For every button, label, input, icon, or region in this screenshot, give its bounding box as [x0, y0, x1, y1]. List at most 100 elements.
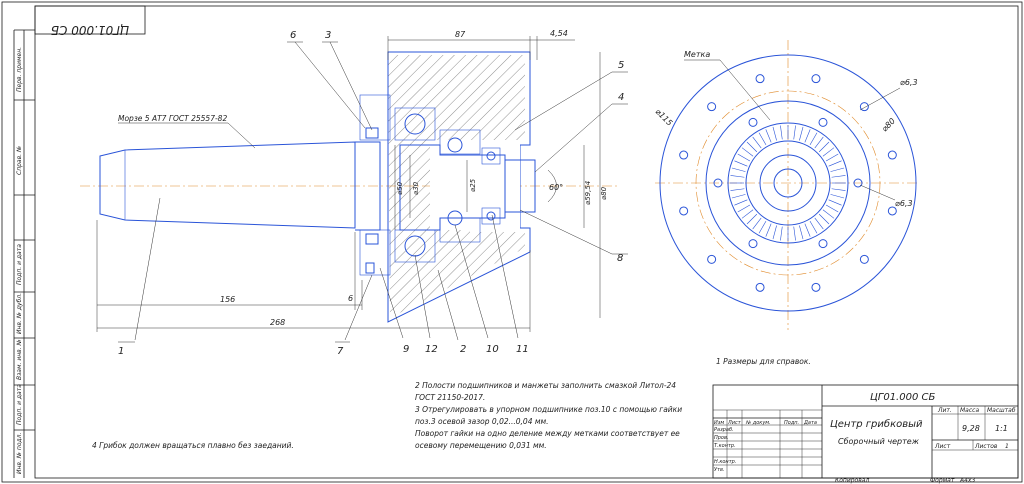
angle-arc — [547, 169, 557, 203]
dim-phi80: ⌀80 — [600, 186, 608, 200]
taper-note: Морзе 5 АТ7 ГОСТ 25557-82 — [118, 114, 227, 123]
small-bearings — [481, 147, 501, 225]
dim-phi50: ⌀50 — [396, 181, 404, 195]
tb-utv: Утв. — [714, 467, 725, 473]
notch-tick — [831, 175, 846, 178]
tb-sheets: 1 — [1005, 443, 1009, 450]
notch-tick — [731, 194, 746, 199]
notch-tick — [780, 226, 783, 241]
tb-izm: Изм — [714, 420, 724, 426]
inner-hole — [818, 117, 828, 127]
bolt-hole — [679, 206, 689, 216]
notch-tick — [822, 209, 835, 219]
notch-tick — [758, 220, 767, 234]
inner-hole — [713, 178, 723, 188]
side-label-1: Перв. примен. — [16, 47, 23, 92]
tb-doc-no: № докум. — [745, 420, 771, 426]
notch-tick — [741, 147, 754, 157]
title-block: ЦГ01.000 СБ Центр грибковый Сборочный че… — [712, 384, 1019, 484]
notch-tick — [828, 160, 842, 167]
mark-label: Метка — [684, 50, 710, 59]
notch-tick — [814, 136, 824, 149]
note-2b: ГОСТ 21150-2017. — [415, 393, 485, 402]
notch-tick — [831, 188, 846, 191]
tb-date: Дата — [803, 420, 817, 426]
flange-outer — [659, 54, 917, 312]
section-view: 87 4,54 156 6 268 ⌀50 ⌀30 ⌀25 — [80, 29, 628, 357]
note-3c: Поворот гайки на одно деление между метк… — [415, 429, 680, 438]
notch-tick — [731, 167, 746, 172]
tb-tkontr: Т.контр. — [714, 443, 736, 449]
notch-tick — [793, 226, 796, 241]
morse-taper — [99, 141, 356, 229]
drawing-frame — [34, 5, 1019, 479]
notch-tick — [825, 153, 839, 162]
dim-87: 87 — [387, 30, 531, 60]
side-label-6: Подп. и дата — [16, 384, 23, 425]
notch-tick — [828, 199, 842, 206]
dim-156-label: 156 — [220, 295, 235, 304]
callout-11: 11 — [516, 344, 529, 355]
dim-268: 268 — [97, 250, 531, 332]
dim-phi25: ⌀25 — [469, 178, 477, 192]
side-label-4: Инв. № дубл. — [16, 293, 23, 334]
note-2a: 2 Полости подшипников и манжеты заполнит… — [415, 381, 676, 390]
callout-3: 3 — [325, 30, 331, 41]
radial-bearing-top — [394, 107, 436, 141]
notch-tick — [746, 213, 758, 225]
tb-format-value: А4х3 — [959, 477, 975, 484]
callout-5: 5 — [618, 60, 624, 71]
notch-tick — [804, 129, 811, 143]
mirrored-stamp: ЦГ01.000 СБ — [34, 5, 146, 37]
notch-tick — [830, 167, 845, 172]
tb-sheets-label: Листов — [974, 443, 998, 450]
bolt-hole — [755, 282, 765, 292]
notch-ring — [730, 125, 846, 241]
bolt-hole — [859, 254, 869, 264]
dim-6-label: 6 — [348, 294, 353, 303]
end-dim-phi6-3-top: ⌀6,3 — [900, 78, 918, 87]
notch-tick — [799, 126, 804, 141]
notch-tick — [752, 136, 762, 149]
bolt-hole — [679, 150, 689, 160]
dim-phi59-54: ⌀59,54 — [584, 181, 592, 205]
notch-tick — [746, 141, 758, 153]
bolt-holes — [679, 74, 897, 292]
dim-87-label: 87 — [455, 30, 466, 39]
dim-4-54: 4,54 — [530, 29, 575, 60]
notch-tick — [799, 225, 804, 240]
notch-tick — [793, 125, 796, 140]
callout-2: 2 — [460, 344, 466, 355]
notch-tick — [730, 188, 745, 191]
bolt-hole — [811, 282, 821, 292]
stamp-text: ЦГ01.000 СБ — [51, 23, 129, 37]
notch-tick — [737, 204, 751, 213]
tb-doc-type: Сборочный чертеж — [838, 437, 920, 446]
bolt-hole — [859, 102, 869, 112]
tb-format: Формат — [930, 477, 955, 484]
note-3d: осевому перемещению 0,031 мм. — [415, 441, 547, 450]
bolt-hole — [707, 102, 717, 112]
notch-tick — [752, 217, 762, 230]
notch-tick — [734, 160, 748, 167]
callout-8: 8 — [617, 253, 623, 264]
notch-tick — [765, 223, 772, 237]
dim-angle-60: 60° — [549, 183, 563, 192]
notch-tick — [741, 209, 754, 219]
note-4: 4 Грибок должен вращаться плавно без зае… — [92, 441, 294, 450]
tb-scale: 1:1 — [995, 424, 1008, 433]
notch-tick — [765, 129, 772, 143]
notch-tick — [772, 225, 777, 240]
notch-tick — [830, 194, 845, 199]
tb-mass: 9,28 — [962, 424, 980, 433]
dim-268-label: 268 — [270, 318, 285, 327]
side-frame: Перв. примен. Справ. № Подп. и дата Инв.… — [13, 29, 35, 478]
notch-tick — [818, 141, 830, 153]
bolt-hole — [811, 74, 821, 84]
tb-col-lit: Лит. — [937, 407, 952, 414]
tb-sheet-label: Лист — [934, 443, 951, 450]
note-1: 1 Размеры для справок. — [716, 357, 811, 366]
tb-sign: Подп. — [784, 420, 799, 426]
